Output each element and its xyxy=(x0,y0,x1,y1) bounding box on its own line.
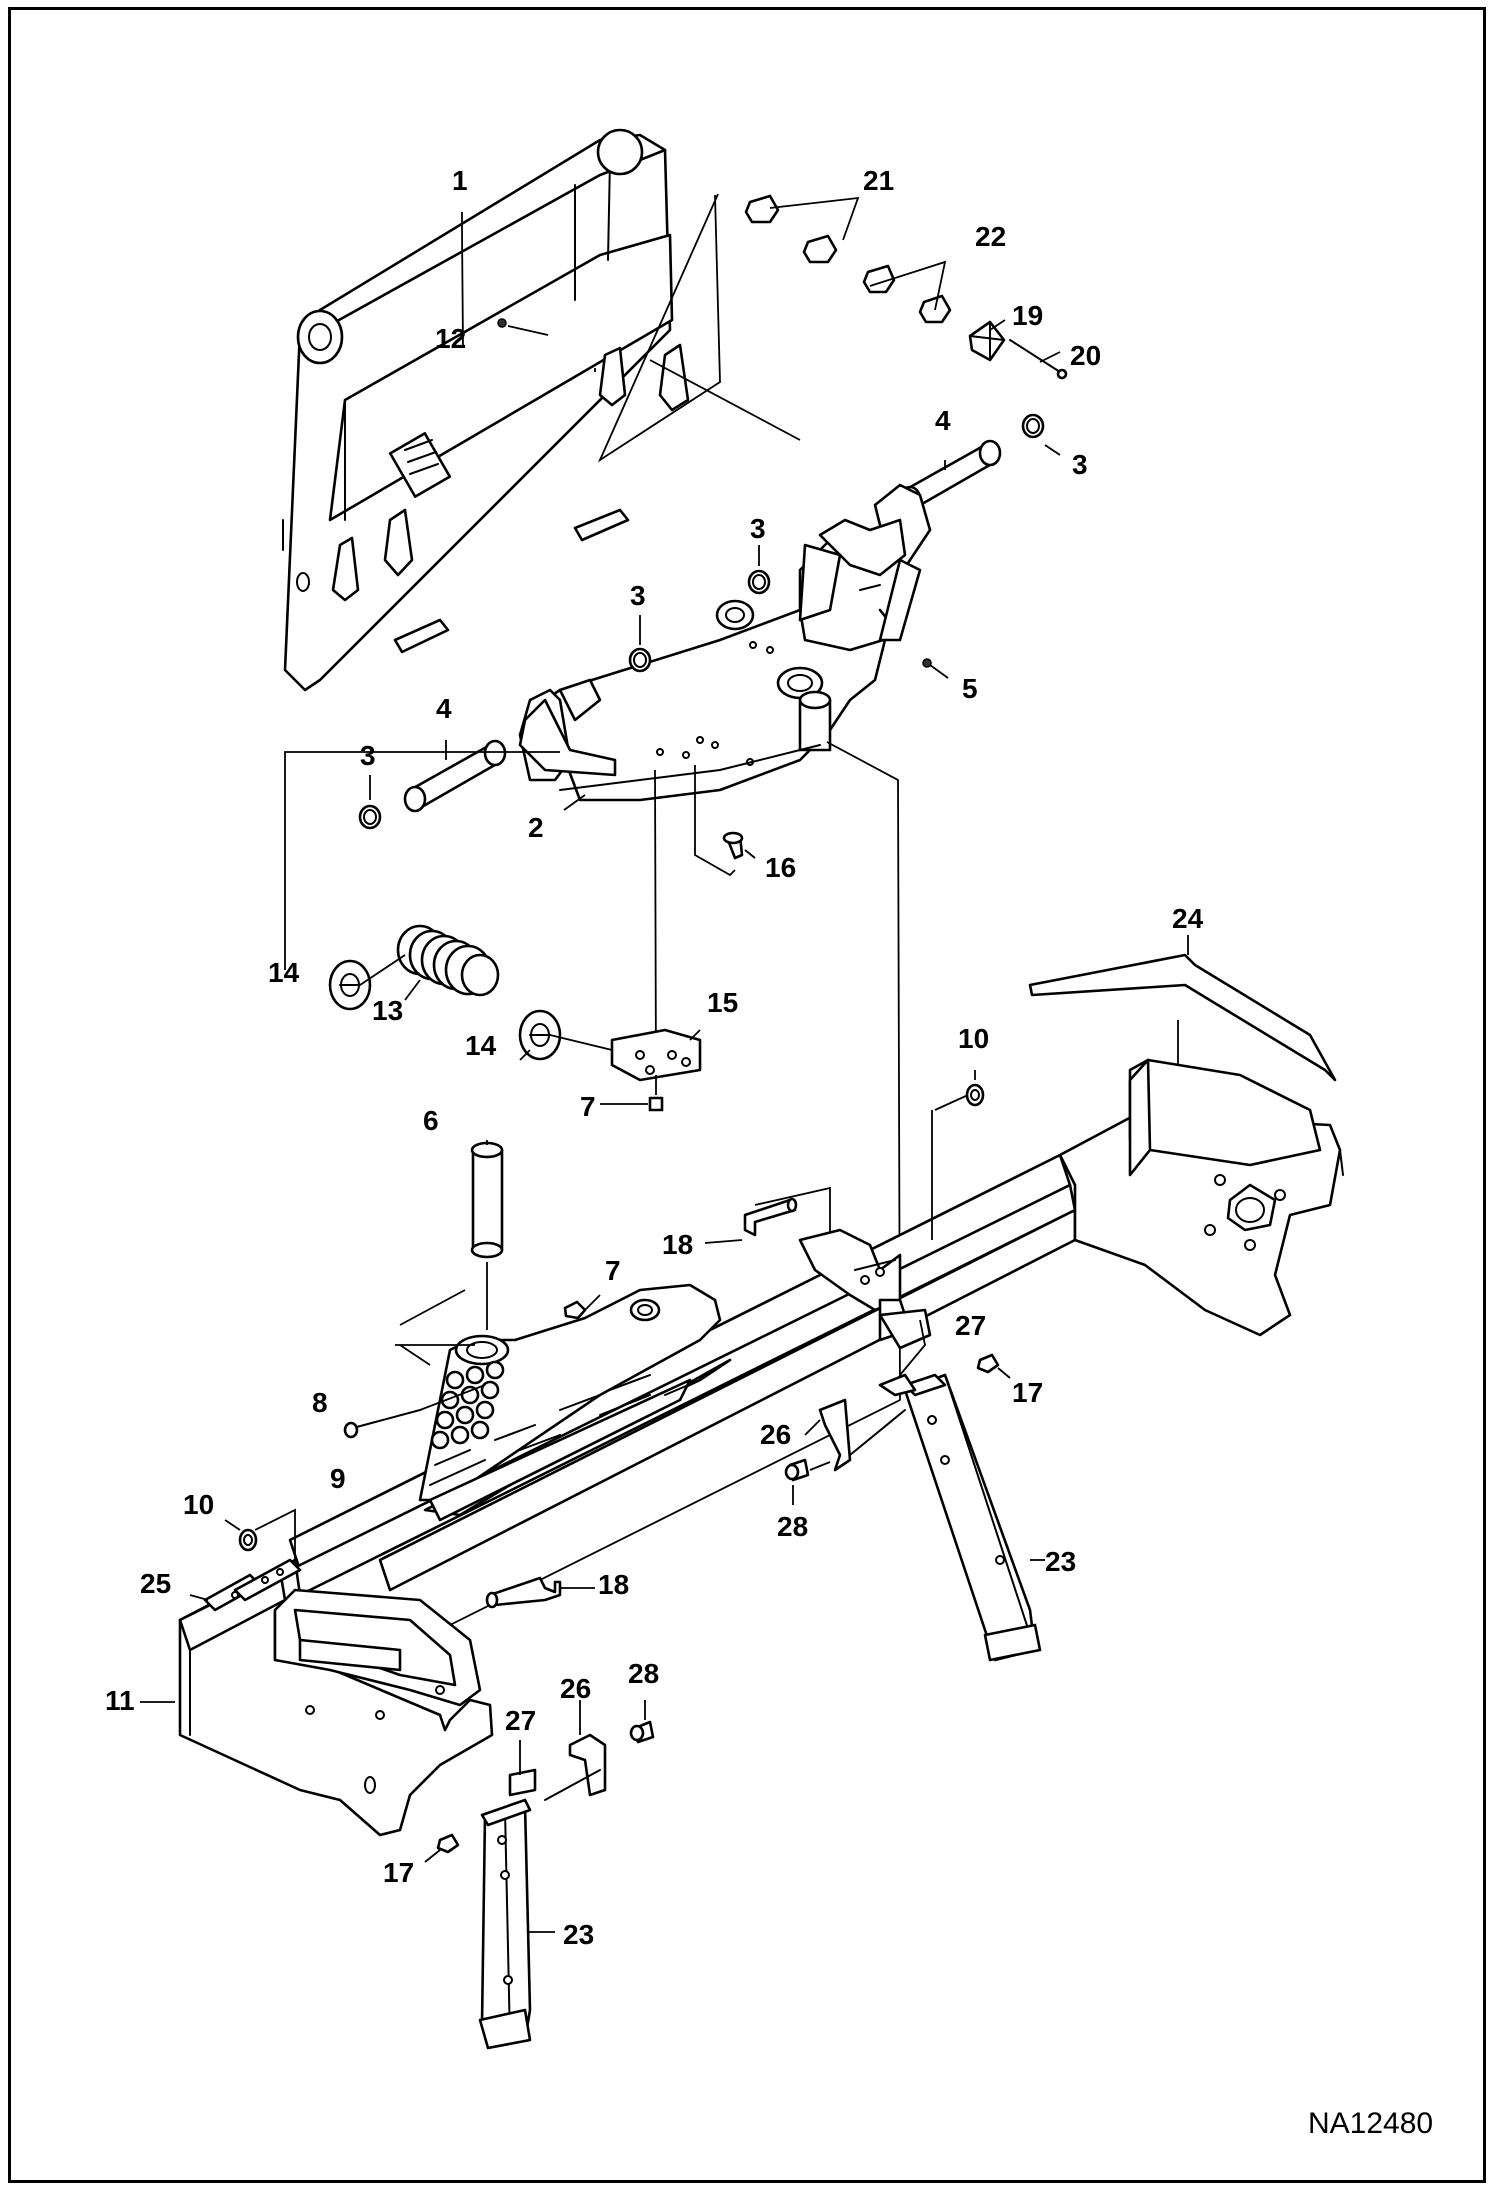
callout-18-lower: 18 xyxy=(598,1569,629,1600)
callout-1: 1 xyxy=(452,165,468,196)
callout-6: 6 xyxy=(423,1105,439,1136)
spring-bracket-part-15 xyxy=(610,1028,702,1082)
callout-23-left: 23 xyxy=(563,1919,594,1950)
callout-8: 8 xyxy=(312,1387,328,1418)
callout-7-upper: 7 xyxy=(580,1091,596,1122)
callout-14-right: 14 xyxy=(465,1030,497,1061)
handle-rod-part-18-lower xyxy=(485,1576,595,1609)
callout-21: 21 xyxy=(863,165,894,196)
callout-5: 5 xyxy=(962,673,978,704)
callout-17-left: 17 xyxy=(383,1857,414,1888)
callout-26-right: 26 xyxy=(760,1419,791,1450)
callout-14-left: 14 xyxy=(268,957,300,988)
callout-28-left: 28 xyxy=(628,1658,659,1689)
callout-19: 19 xyxy=(1012,300,1043,331)
tab-part-25 xyxy=(189,1558,302,1612)
callout-3-mid: 3 xyxy=(630,580,646,611)
lock-pieces-parts-21-22-19-20 xyxy=(597,193,1068,463)
callout-22: 22 xyxy=(975,221,1006,252)
drawing-id: NA12480 xyxy=(1308,2107,1433,2140)
callout-25: 25 xyxy=(140,1568,171,1599)
callout-17-right: 17 xyxy=(1012,1377,1043,1408)
bolt-part-28-left xyxy=(629,1700,655,1744)
coil-spring-part-13 xyxy=(396,924,500,997)
callout-4-lower: 4 xyxy=(436,693,452,724)
drawing-frame xyxy=(8,7,1486,2183)
callout-12: 12 xyxy=(435,323,466,354)
bolt-part-28-right xyxy=(784,1458,831,1505)
grommet-part-10-upper xyxy=(934,1070,985,1111)
mounting-plate-part-1 xyxy=(282,128,690,692)
callout-20: 20 xyxy=(1070,340,1101,371)
hole-pattern xyxy=(430,1360,505,1450)
callout-27-right: 27 xyxy=(955,1310,986,1341)
bolt-part-16 xyxy=(722,831,756,860)
callout-3-lower: 3 xyxy=(360,740,376,771)
center-bracket xyxy=(798,1228,932,1350)
stand-leg-part-23-right xyxy=(903,1373,1045,1662)
callout-10-lower: 10 xyxy=(183,1489,214,1520)
tilt-frame-part-2 xyxy=(518,483,932,802)
callout-4-upper: 4 xyxy=(935,405,951,436)
callout-11: 11 xyxy=(105,1685,135,1716)
handle-rod-part-18-upper xyxy=(704,1186,831,1270)
callout-24: 24 xyxy=(1172,903,1204,934)
pivot-pin-lower-part-4 xyxy=(358,545,771,830)
callout-28-right: 28 xyxy=(777,1511,808,1542)
lock-lever-part-26-left xyxy=(544,1700,607,1801)
stand-leg-part-23-left xyxy=(478,1798,555,2050)
grommet-part-10-lower xyxy=(224,1508,296,1565)
spring-assembly-parts-13-14-15 xyxy=(284,751,702,1112)
callout-23-right: 23 xyxy=(1045,1546,1076,1577)
pivot-pin-part-6 xyxy=(470,1140,504,1330)
callout-3-upper-mid: 3 xyxy=(750,513,766,544)
callout-labels: 1 21 22 19 20 12 4 3 3 3 5 4 3 2 16 24 1… xyxy=(105,165,1204,1950)
callout-7-lower: 7 xyxy=(605,1255,621,1286)
callout-15: 15 xyxy=(707,987,738,1018)
callout-10-upper: 10 xyxy=(958,1023,989,1054)
callout-2: 2 xyxy=(528,812,544,843)
pivot-pin-upper-part-4 xyxy=(898,413,1061,513)
callout-16: 16 xyxy=(765,852,796,883)
callout-13: 13 xyxy=(372,995,403,1026)
callout-9: 9 xyxy=(330,1463,346,1494)
callout-18-upper: 18 xyxy=(662,1229,693,1260)
callout-26-left: 26 xyxy=(560,1673,591,1704)
bolt-part-8 xyxy=(343,1384,486,1439)
pivot-base-part-9 xyxy=(418,1283,732,1522)
callout-27-left: 27 xyxy=(505,1705,536,1736)
lock-lever-part-26-right xyxy=(804,1398,906,1472)
callout-3-upper-right: 3 xyxy=(1072,449,1088,480)
